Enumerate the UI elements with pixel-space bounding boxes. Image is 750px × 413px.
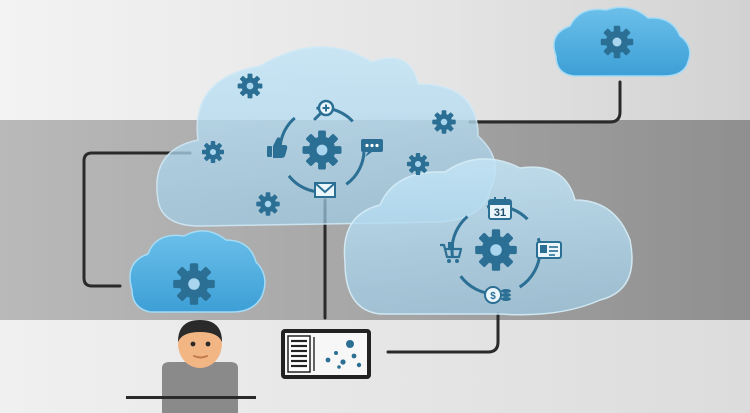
magnifier-plus-icon [313, 99, 335, 121]
gear-icon [406, 152, 430, 176]
connector-left [82, 151, 192, 288]
gear-icon [237, 73, 263, 99]
gear-icon [201, 140, 225, 164]
calendar-day-label: 31 [494, 207, 506, 219]
connector-lines [82, 80, 622, 354]
user-avatar [126, 320, 256, 413]
gear-icon [302, 130, 342, 170]
gear-icon [475, 229, 517, 271]
gear-icon [173, 263, 215, 305]
chat-bubble-icon [361, 139, 383, 157]
calendar-icon: 31 [488, 197, 512, 220]
background-bottom-band [0, 320, 750, 413]
shopping-cart-icon [440, 242, 463, 263]
tablet-dashboard [281, 329, 371, 379]
thumbs-up-icon [267, 137, 288, 158]
svg-text:$: $ [490, 291, 496, 302]
gear-icon [432, 110, 456, 134]
gear-icon [256, 192, 280, 216]
id-card-icon [536, 241, 562, 259]
connector-top-right [468, 80, 622, 124]
dollar-coins-icon: $ [484, 286, 511, 304]
connector-bottom-right [386, 312, 500, 354]
envelope-icon [314, 182, 336, 198]
gear-icon [600, 25, 634, 59]
